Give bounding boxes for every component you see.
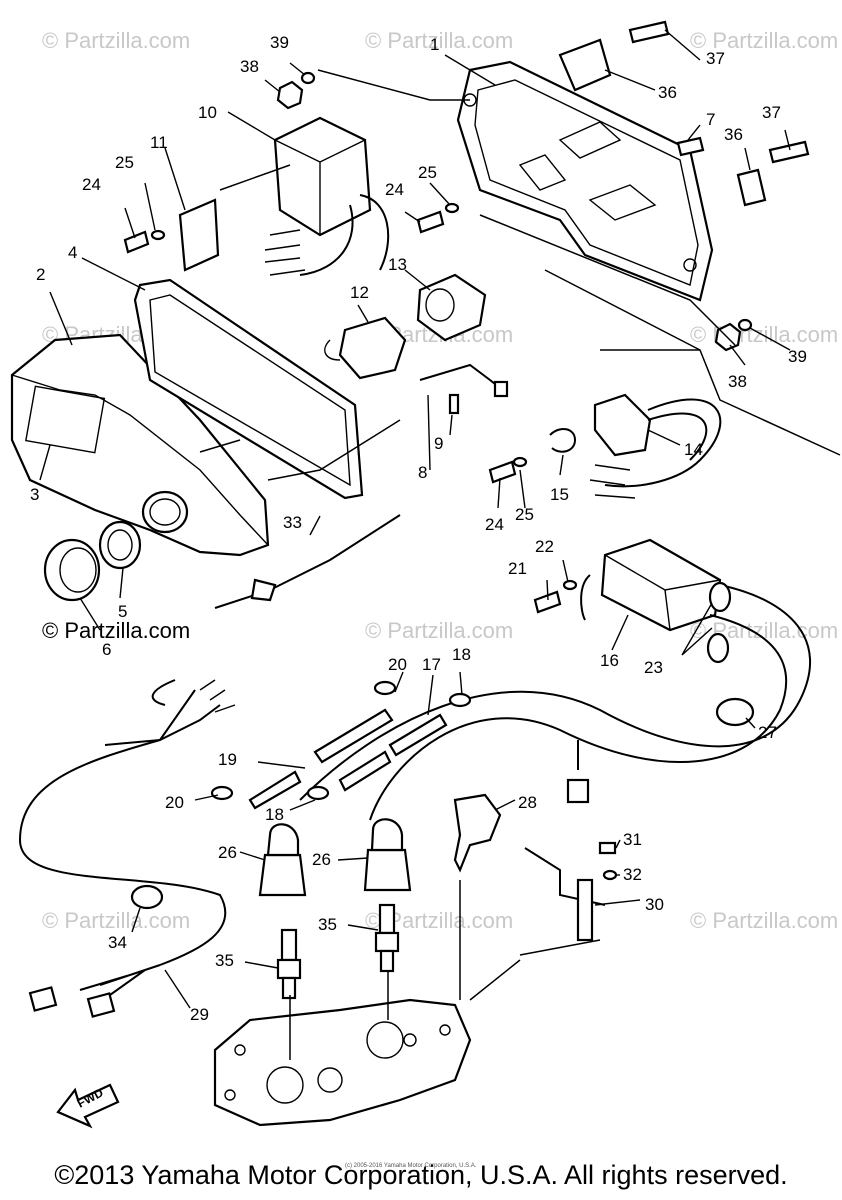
callout-7: 7 [706,110,715,129]
fuse-holder [419,363,509,415]
high-tension-cords [299,581,812,821]
callout-30: 30 [645,895,664,914]
watermark-dark: © Partzilla.com [42,618,191,643]
callout-16: 16 [600,651,619,670]
cap [43,538,101,602]
callout-11: 11 [150,133,168,152]
callout-12: 12 [350,283,369,302]
callout-33: 33 [283,513,302,532]
callout-24c: 24 [485,515,504,534]
callout-25: 25 [115,153,134,172]
callout-23: 23 [644,658,663,677]
callout-35b: 35 [318,915,337,934]
callout-27: 27 [758,723,777,742]
callout-37: 37 [706,49,725,68]
callout-39: 39 [270,33,289,52]
callout-35: 35 [215,951,234,970]
callout-1: 1 [430,35,439,54]
callout-38: 38 [240,57,259,76]
seal [98,520,142,570]
cylinder-head [213,998,472,1127]
callout-14: 14 [684,440,703,459]
battery-lead [214,514,401,609]
bolt [598,841,617,855]
callout-15: 15 [550,485,569,504]
wire-harness [18,679,236,1018]
bracket-28 [453,793,502,873]
watermark: © Partzilla.com [365,618,514,643]
small-print: (c) 2005-2016 Yamaha Motor Corporation, … [345,1163,477,1169]
harness-clamp [130,884,164,910]
starter-relay [324,316,407,380]
callout-39b: 39 [788,347,807,366]
rectifier-regulator [416,273,487,342]
watermark: © Partzilla.com [42,908,191,933]
callout-26: 26 [218,843,237,862]
callout-29: 29 [190,1005,209,1024]
callout-22: 22 [535,537,554,556]
ignition-coil-bracket [589,393,722,499]
callout-25b: 25 [418,163,437,182]
callout-18b: 18 [265,805,284,824]
callout-36: 36 [658,83,677,102]
callout-24: 24 [82,175,101,194]
callout-19: 19 [218,750,237,769]
callout-5: 5 [118,602,127,621]
callout-20: 20 [388,655,407,674]
callout-24b: 24 [385,180,404,199]
washer [602,869,618,881]
callout-25c: 25 [515,505,534,524]
thermo-switch [524,740,606,942]
forward-arrow: FWD [56,1083,120,1129]
callout-8: 8 [418,463,427,482]
callout-3: 3 [30,485,39,504]
callout-20b: 20 [165,793,184,812]
watermark: © Partzilla.com [42,28,191,53]
callout-32: 32 [623,865,642,884]
callout-10: 10 [198,103,217,122]
callout-2: 2 [36,265,45,284]
protector-tubes [248,708,448,810]
callout-numbers: 1 2 3 4 5 6 7 8 9 10 11 12 13 14 15 16 1… [30,33,807,1024]
callout-26b: 26 [312,850,331,869]
callout-18: 18 [452,645,471,664]
callout-6: 6 [102,640,111,659]
callout-37b: 37 [762,103,781,122]
bracket [178,198,220,272]
callout-13: 13 [388,255,407,274]
clamp [715,697,755,727]
watermark: © Partzilla.com [365,28,514,53]
callout-36b: 36 [724,125,743,144]
electrical-box-base [456,60,714,302]
plug-caps [258,818,412,897]
callout-28: 28 [518,793,537,812]
watermark: © Partzilla.com [690,908,839,933]
spark-plugs [276,903,400,1000]
callout-38b: 38 [728,372,747,391]
gasket [133,278,364,500]
callout-31: 31 [623,830,642,849]
callout-17: 17 [422,655,441,674]
cdi-unit [264,116,390,276]
small-hardware [123,20,810,801]
watermark: © Partzilla.com [690,28,839,53]
callout-21: 21 [508,559,527,578]
ignition-coil [580,538,722,632]
callout-34: 34 [108,933,127,952]
copyright-notice: ©2013 Yamaha Motor Corporation, U.S.A. A… [54,1160,788,1190]
callout-9: 9 [434,434,443,453]
callout-4: 4 [68,243,77,262]
clip [549,428,577,453]
watermark: © Partzilla.com [690,322,839,347]
electrical-box-cover [10,333,270,557]
leader-lines [39,29,791,1009]
guide-lines [199,69,841,1060]
